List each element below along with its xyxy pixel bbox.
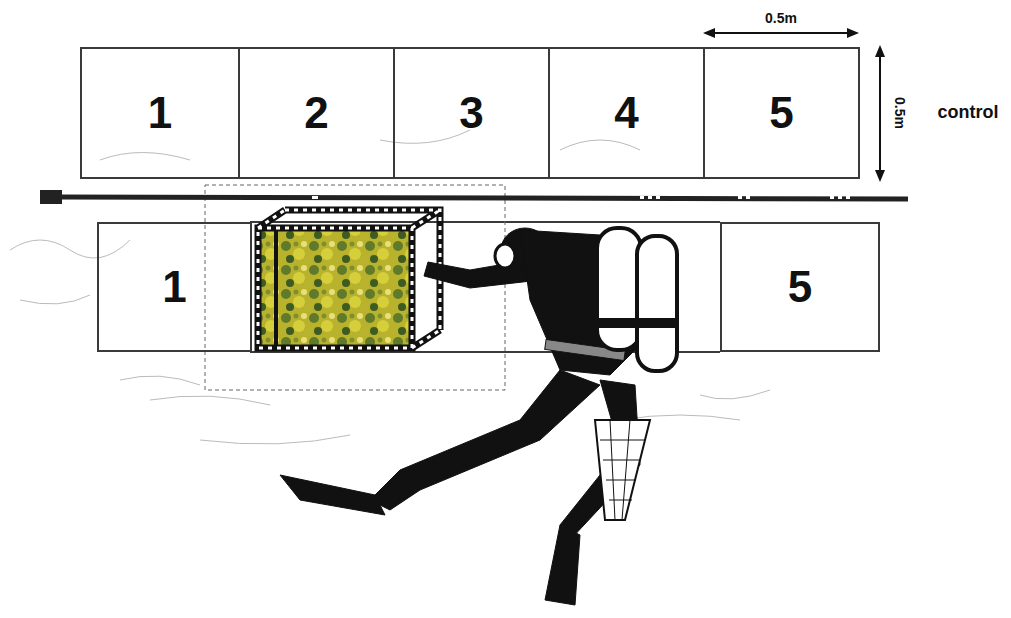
quadrat-number: 4: [614, 91, 638, 135]
transect-line: [60, 197, 908, 199]
frame-outline: [205, 185, 505, 390]
diver-figure: [280, 228, 650, 605]
quadrat-number: 2: [304, 91, 328, 135]
quadrat-box: 3: [393, 47, 550, 179]
quadrat-box: 1: [80, 47, 240, 179]
photo-frame: [258, 210, 440, 348]
line-marks: [312, 196, 850, 199]
quadrat-box: 2: [238, 47, 395, 179]
line-anchor: [40, 190, 62, 204]
quadrat-number: 5: [788, 265, 812, 309]
quadrat-number: 3: [459, 91, 483, 135]
dimension-arrow: [703, 28, 885, 182]
quadrat-number: 1: [148, 91, 172, 135]
quadrat-number: 1: [162, 265, 186, 309]
treatment-label: control: [938, 103, 999, 121]
photo-frame: [258, 210, 440, 348]
quadrat-box: 5: [720, 222, 880, 352]
quadrat-box: 4: [548, 47, 705, 179]
dimension-label: 0.5m: [893, 97, 907, 129]
scuba-tanks: [595, 228, 679, 371]
dimension-label: 0.5m: [765, 11, 797, 25]
quadrat-number: 5: [769, 91, 793, 135]
quadrat-box: 1: [97, 222, 252, 352]
quadrat-box: 5: [703, 47, 860, 179]
algae-photo: [258, 228, 412, 348]
